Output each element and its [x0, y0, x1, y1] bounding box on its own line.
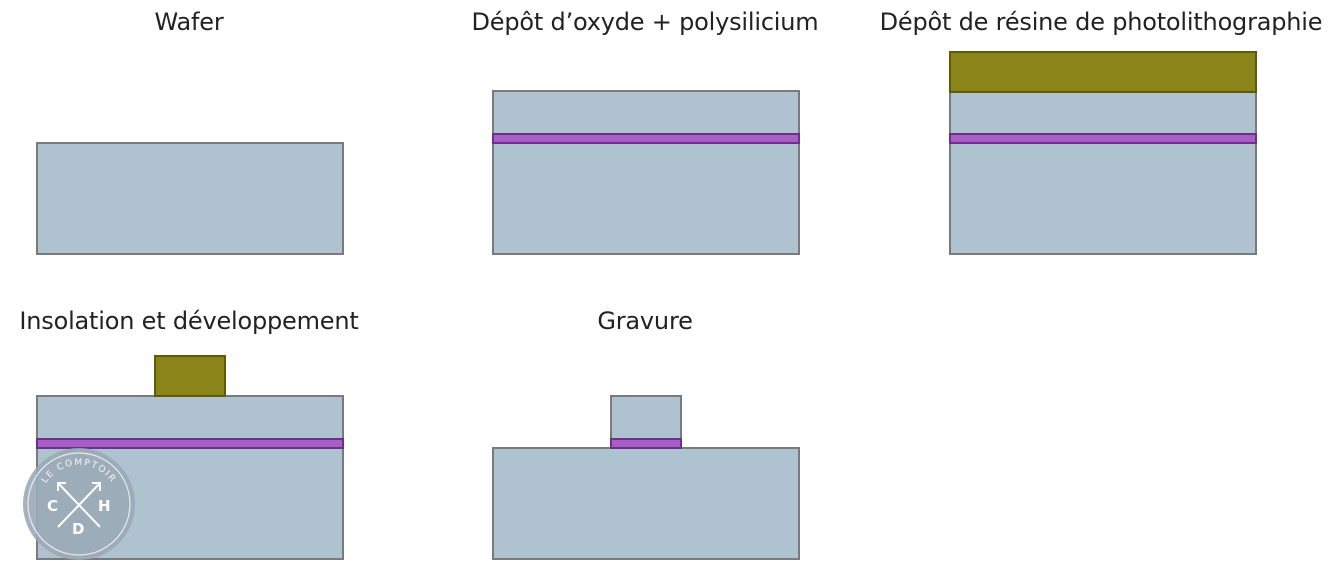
- step-title-etching: Gravure: [597, 307, 693, 335]
- oxide-layer: [492, 90, 800, 136]
- oxide-layer: [36, 395, 344, 441]
- photoresist-layer: [949, 51, 1257, 93]
- step-title-wafer: Wafer: [154, 8, 224, 36]
- oxide-layer: [949, 90, 1257, 136]
- logo-letter-h: H: [98, 497, 111, 515]
- wafer-substrate: [492, 447, 800, 560]
- polysilicon-pattern: [610, 438, 682, 449]
- wafer-substrate: [492, 141, 800, 255]
- polysilicon-layer: [36, 438, 344, 449]
- oxide-pattern: [610, 395, 682, 441]
- polysilicon-layer: [492, 133, 800, 144]
- logo-letter-c: C: [47, 497, 58, 515]
- photoresist-pattern: [154, 355, 226, 397]
- polysilicon-layer: [949, 133, 1257, 144]
- wafer-substrate: [949, 141, 1257, 255]
- logo-emblem-icon: LE COMPTOIR C H D: [23, 448, 135, 560]
- wafer-substrate: [36, 142, 344, 255]
- step-title-photoresist: Dépôt de résine de photolithographie: [879, 8, 1323, 36]
- step-title-exposure: Insolation et développement: [19, 307, 359, 335]
- watermark-logo: LE COMPTOIR C H D: [22, 447, 136, 561]
- logo-letter-d: D: [72, 520, 84, 538]
- step-title-oxide-poly: Dépôt d’oxyde + polysilicium: [471, 8, 819, 36]
